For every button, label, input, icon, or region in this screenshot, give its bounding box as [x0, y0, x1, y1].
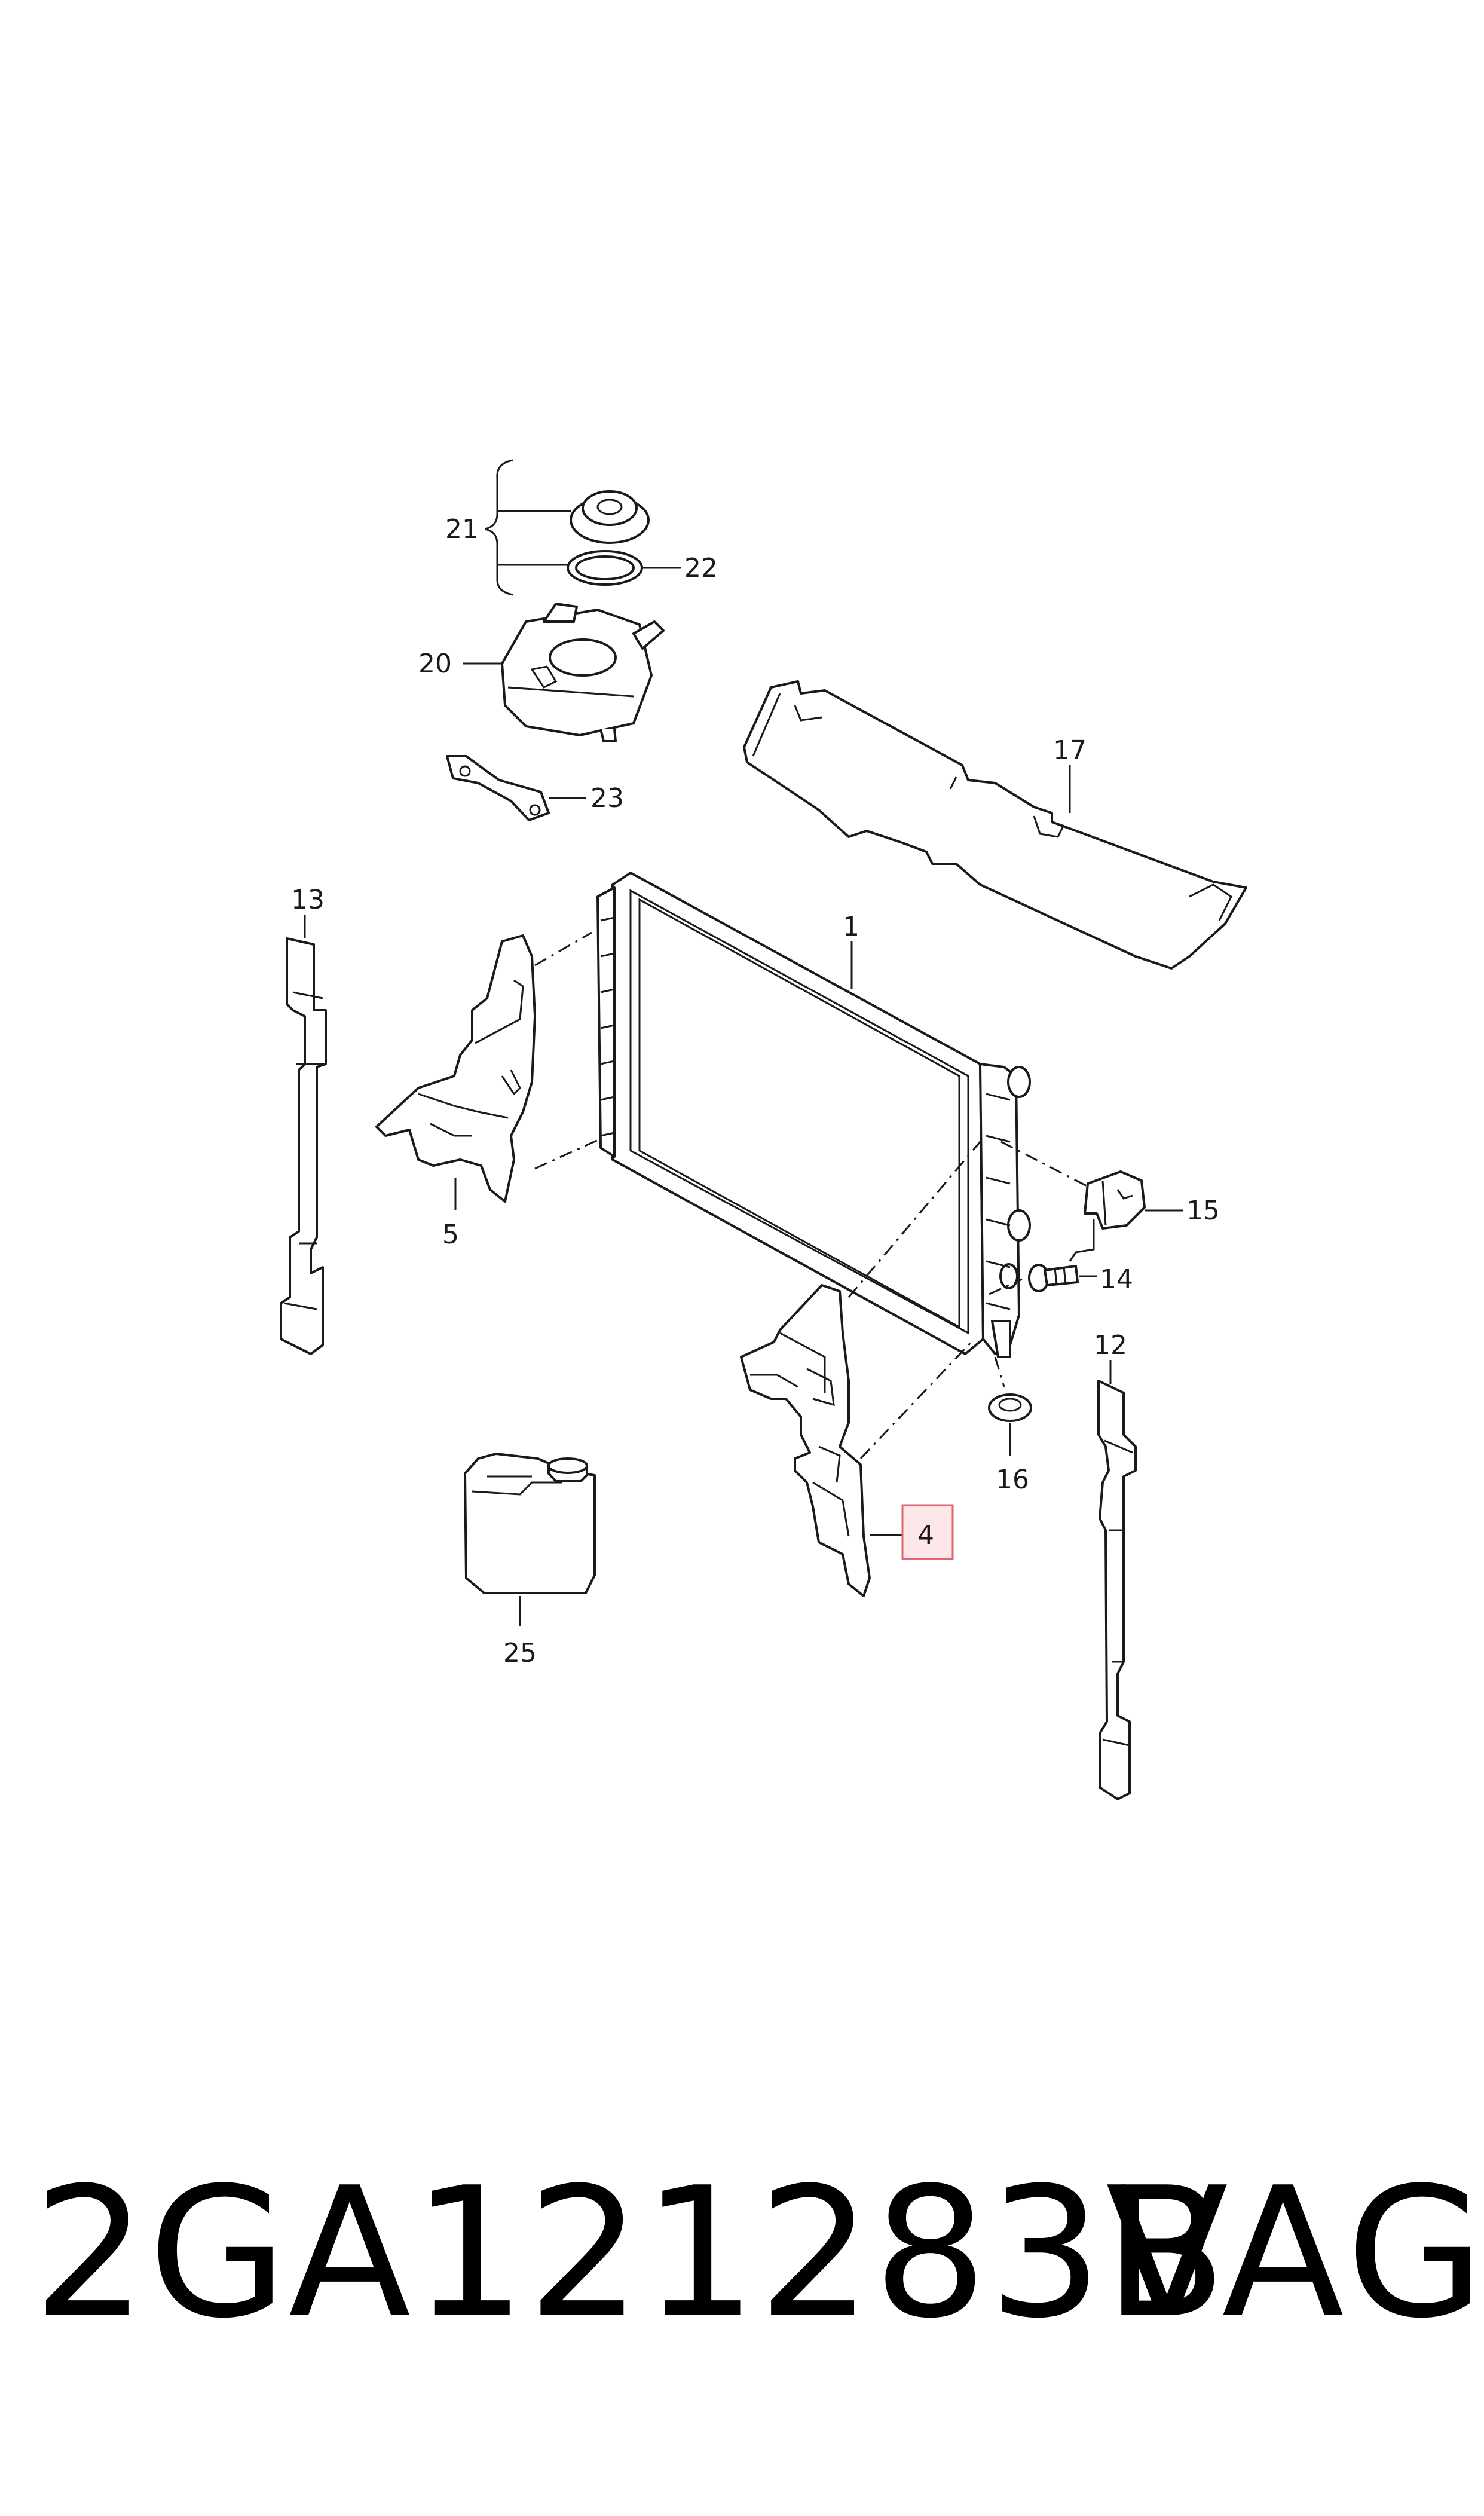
- callout-14: 14: [1100, 1264, 1133, 1295]
- callout-20: 20: [418, 649, 452, 679]
- brand-name: VAG: [1106, 2149, 1484, 2358]
- callout-17: 17: [1053, 735, 1087, 766]
- callout-5: 5: [442, 1219, 459, 1250]
- callout-23: 23: [590, 783, 624, 814]
- left-side-seal: [280, 915, 327, 1355]
- radiator: [596, 872, 1031, 1358]
- callout-13: 13: [291, 885, 325, 915]
- cap-assembly: [485, 459, 681, 596]
- expansion-tank: [463, 603, 665, 742]
- callout-21: 21: [445, 514, 479, 545]
- right-side-seal: [1097, 1360, 1137, 1800]
- assembly-lines: [534, 931, 1094, 1460]
- callout-25: 25: [503, 1638, 537, 1668]
- bolt: [1028, 1264, 1097, 1292]
- highlight-box: [901, 1504, 954, 1560]
- callout-16: 16: [996, 1465, 1029, 1495]
- callout-12: 12: [1094, 1330, 1127, 1361]
- tank-bracket: [446, 755, 586, 821]
- upper-air-guide: [743, 680, 1247, 970]
- coolant-container: [464, 1453, 596, 1626]
- part-number: 2GA121283B: [33, 2149, 1228, 2358]
- clip-bracket: [1069, 1170, 1183, 1262]
- left-air-guide: [375, 934, 536, 1210]
- callout-15: 15: [1186, 1196, 1220, 1226]
- callout-4: 4: [917, 1520, 934, 1551]
- rubber-mount: [988, 1393, 1032, 1456]
- right-lower-air-guide: [740, 1284, 902, 1597]
- callout-1: 1: [843, 912, 859, 942]
- callout-22: 22: [684, 553, 718, 583]
